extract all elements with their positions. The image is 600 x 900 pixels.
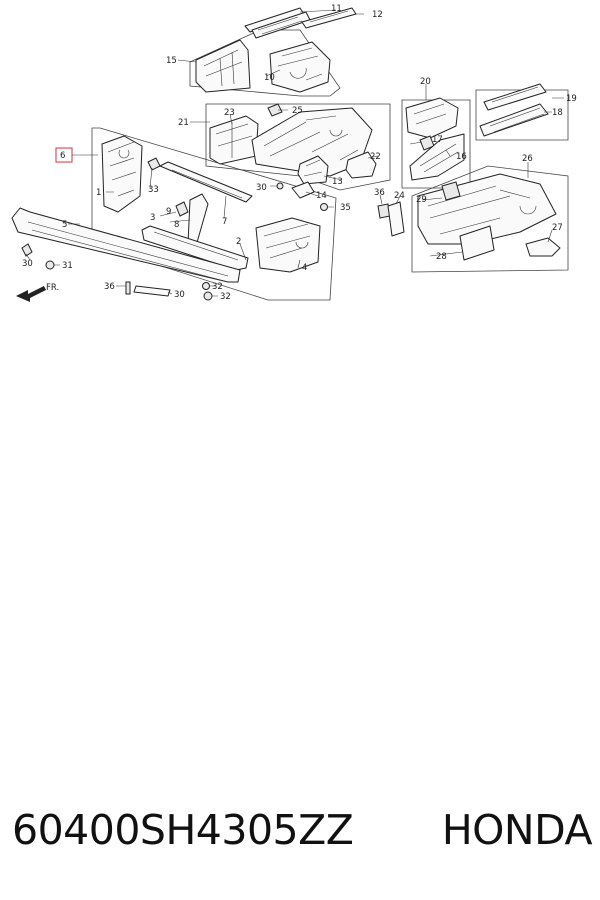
callout-10: 10 (264, 73, 275, 83)
callout-26: 26 (522, 154, 533, 164)
callout-3: 3 (150, 213, 155, 223)
callout-25: 25 (292, 106, 303, 116)
callout-5: 5 (62, 220, 67, 230)
callout-labels: 6 11 12 15 10 21 23 25 22 13 30 14 35 1 … (22, 4, 577, 302)
callout-17: 17 (432, 135, 443, 145)
callout-7: 7 (222, 217, 227, 227)
part-bracket-27 (525, 237, 561, 257)
part-clip-9 (175, 201, 189, 217)
callout-31: 30 (256, 183, 267, 193)
part-panel-28 (459, 225, 495, 261)
part-bolt-34 (125, 281, 131, 295)
part-crossbar-7 (159, 161, 253, 203)
callout-8: 8 (174, 220, 179, 230)
part-housing-10 (269, 41, 331, 93)
callout-23: 23 (224, 108, 235, 118)
part-nut-35 (320, 203, 328, 211)
part-number: 60400SH4305ZZ (12, 806, 354, 854)
callout-30-left: 30 (22, 259, 33, 269)
callout-18: 18 (552, 108, 563, 118)
callout-35: 35 (340, 203, 351, 213)
part-bracket-13 (297, 155, 329, 185)
front-direction-label: FR. (46, 283, 59, 293)
callout-36: 36 (374, 188, 385, 198)
callout-1: 1 (96, 188, 101, 198)
callout-33: 33 (148, 185, 159, 195)
callout-24: 24 (394, 191, 405, 201)
part-clip-32-left (45, 260, 55, 270)
callout-4: 4 (302, 263, 307, 273)
part-bracket-29 (441, 181, 461, 201)
callout-32-bottom: 32 (220, 292, 231, 302)
callout-16: 16 (456, 152, 467, 162)
callout-22: 22 (370, 152, 381, 162)
callout-32-left: 31 (62, 261, 73, 271)
part-plate-24 (387, 201, 405, 237)
callout-12: 12 (372, 10, 383, 20)
callout-27: 27 (552, 223, 563, 233)
callout-13: 13 (332, 177, 343, 187)
callout-19: 19 (566, 94, 577, 104)
part-clip-33 (147, 157, 161, 171)
callout-34: 36 (104, 282, 115, 292)
part-stay-8 (187, 193, 209, 247)
callout-28: 28 (436, 252, 447, 262)
part-rail-18 (479, 103, 549, 137)
part-panel-23 (209, 115, 259, 165)
parts-diagram: FR. 6 11 (11, 4, 577, 302)
part-beam-2 (141, 225, 249, 271)
part-panel-20 (405, 97, 459, 139)
callout-30-bottom: 30 (174, 290, 185, 300)
front-direction-arrow-icon (16, 286, 46, 302)
part-clip-25 (267, 103, 283, 117)
callout-6: 6 (60, 151, 65, 161)
group-frame-right-bottom (411, 165, 569, 273)
part-bracket-22 (345, 151, 377, 179)
part-bracket-14 (291, 181, 315, 199)
part-clip-30-left (21, 243, 33, 257)
part-clip-32-bottom (202, 282, 213, 301)
leader-lines (25, 9, 564, 297)
brand-name: HONDA (441, 806, 593, 854)
callout-2: 2 (236, 237, 241, 247)
part-rail-12 (301, 7, 357, 29)
part-housing-15 (195, 39, 251, 93)
part-caption: 60400SH4305ZZ HONDA (12, 800, 593, 860)
part-rail-19 (483, 83, 547, 111)
group-frame-middle (205, 103, 391, 191)
part-bracket-16 (409, 133, 465, 181)
callout-29: 29 (416, 195, 427, 205)
callout-15: 15 (166, 56, 177, 66)
callout-32-mid: 32 (212, 282, 223, 292)
part-bumper-beam-5 (11, 207, 241, 283)
part-rail-upper (244, 7, 311, 39)
callout-11: 11 (331, 4, 342, 14)
callout-21: 21 (178, 118, 189, 128)
callout-9: 9 (166, 207, 171, 217)
part-bracket-4 (255, 217, 321, 273)
callout-20: 20 (420, 77, 431, 87)
callout-14: 14 (316, 191, 327, 201)
part-strip-30 (133, 285, 171, 297)
part-bracket-1 (101, 135, 143, 213)
